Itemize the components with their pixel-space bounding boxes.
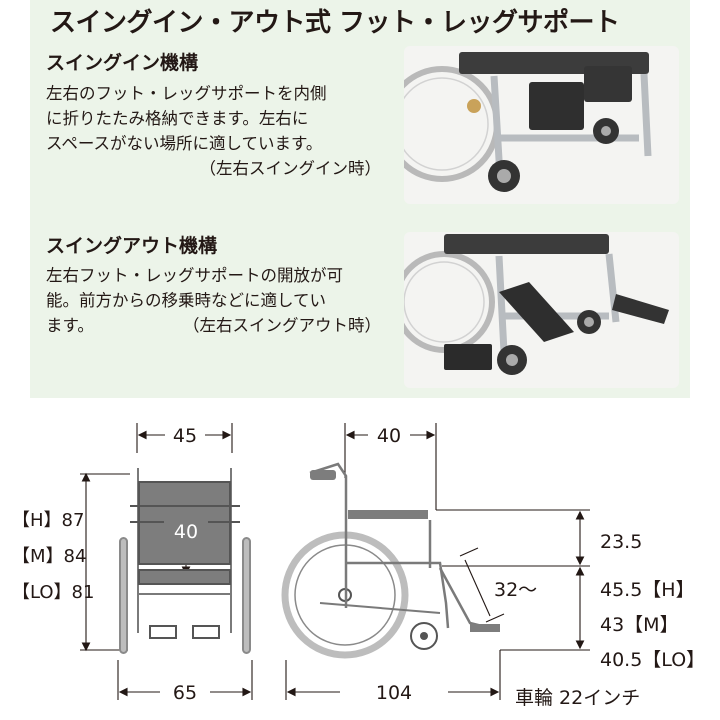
dim-seat-height-m: 43【M】 <box>600 614 679 636</box>
dim-seat-depth: 40 <box>174 521 198 543</box>
dim-seat-width: 45 <box>173 425 197 447</box>
swing-out-line-1: 左右フット・レッグサポートの開放が可 <box>46 266 343 285</box>
swing-in-line-1: 左右のフット・レッグサポートを内側 <box>46 84 327 103</box>
dim-height-h: 【H】87 <box>12 510 84 531</box>
wheel-size: 車輪 22インチ <box>515 687 640 709</box>
swing-in-description: 左右のフット・レッグサポートを内側 に折りたたみ格納できます。左右に スペースが… <box>46 81 381 181</box>
dim-total-length: 104 <box>376 682 412 704</box>
swing-out-title: スイングアウト機構 <box>46 235 218 257</box>
side-view-chair <box>281 462 500 659</box>
dim-height-lo: 【LO】81 <box>12 582 94 603</box>
swing-out-line-3: ます。 （左右スイングアウト時） <box>46 313 381 338</box>
swing-out-note: （左右スイングアウト時） <box>183 316 381 335</box>
dim-seat-height-h: 45.5【H】 <box>600 579 695 601</box>
swing-in-title: スイングイン機構 <box>46 52 199 74</box>
swing-out-last-line: ます。 <box>46 316 94 335</box>
page-title: スイングイン・アウト式 フット・レッグサポート <box>50 8 620 38</box>
dim-total-width: 65 <box>173 682 197 704</box>
swing-out-photo <box>404 232 679 388</box>
dim-height-m: 【M】84 <box>12 546 86 567</box>
dim-backrest-height: 23.5 <box>600 531 642 553</box>
swing-out-description: 左右フット・レッグサポートの開放が可 能。前方からの移乗時などに適してい ます。… <box>46 263 381 338</box>
swing-out-line-2: 能。前方からの移乗時などに適してい <box>46 291 327 310</box>
swing-in-note: （左右スイングイン時） <box>199 159 382 178</box>
swing-in-photo <box>404 46 679 204</box>
swing-in-line-3: スペースがない場所に適しています。 <box>46 134 323 153</box>
swing-in-line-2: に折りたたみ格納できます。左右に <box>46 109 309 128</box>
dimension-drawing: 45 40 【H】87 【M】84 【LO】81 65 40 23.5 32～ … <box>12 423 705 709</box>
dim-seat-height-lo: 40.5【LO】 <box>600 649 705 671</box>
front-view-chair <box>119 468 251 654</box>
dim-footrest-length: 32～ <box>494 579 537 601</box>
dim-side-seat-depth: 40 <box>377 425 401 447</box>
